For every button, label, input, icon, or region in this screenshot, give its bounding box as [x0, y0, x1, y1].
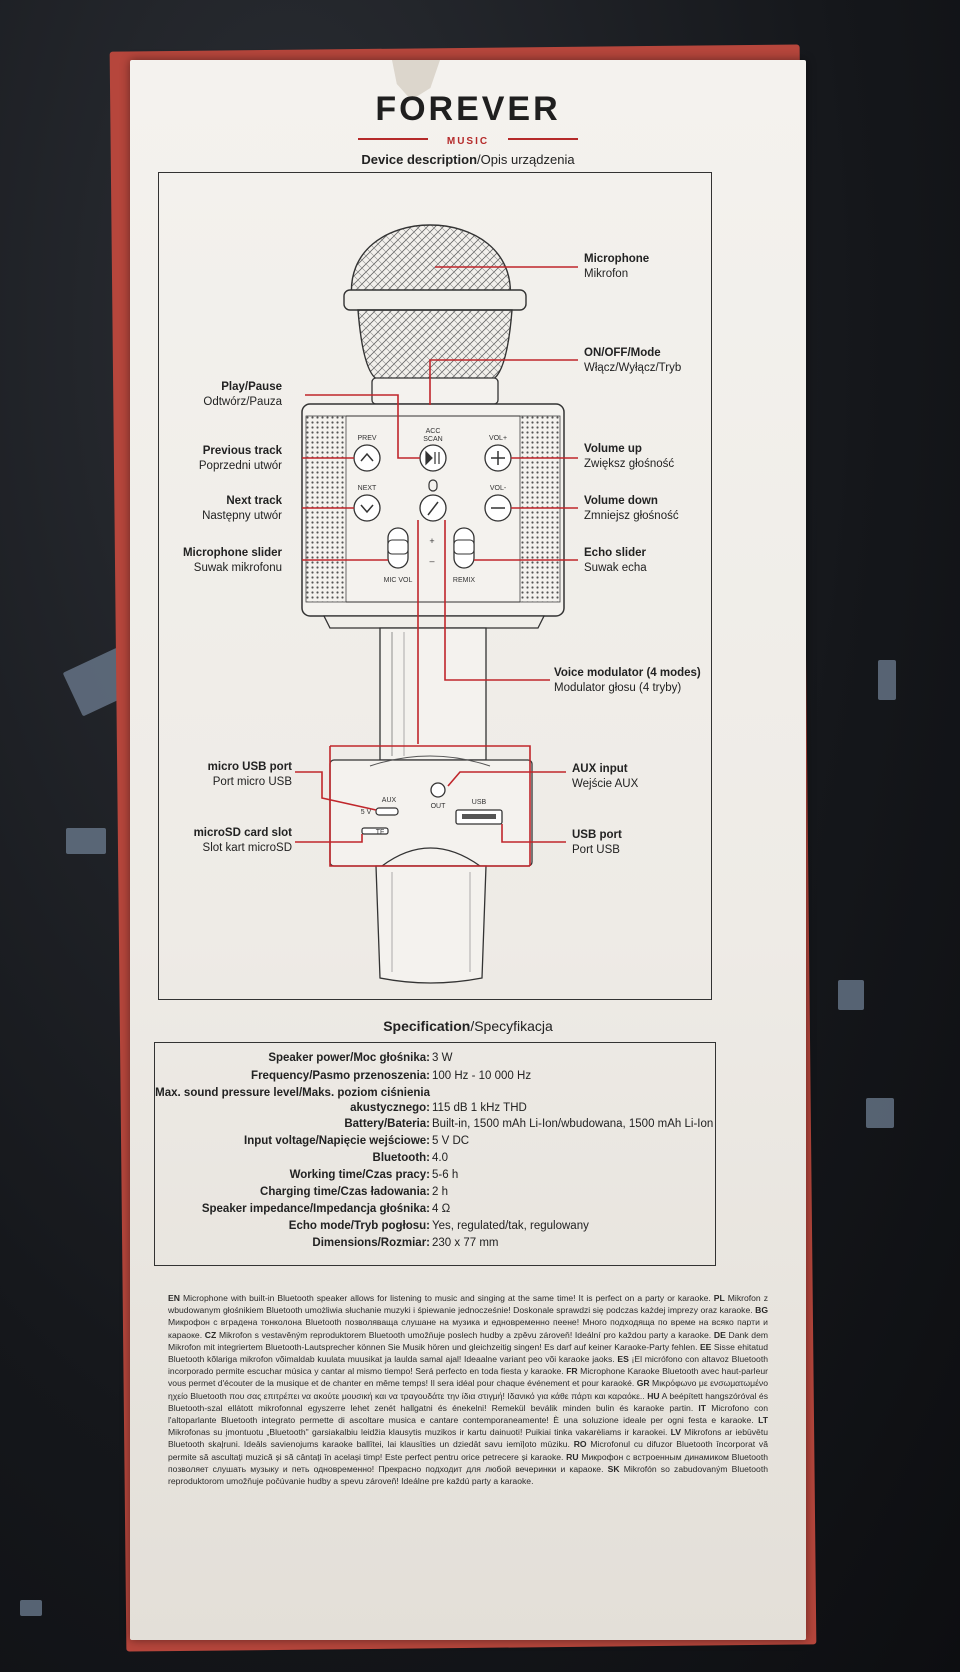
aux-jack	[430, 782, 446, 798]
lang-text: Mikrofón so zabudovaným Bluetooth reprod…	[168, 1463, 768, 1487]
next-mark: NEXT	[358, 485, 377, 492]
lang-code: PL	[713, 1293, 725, 1303]
aux-mark: AUX	[382, 797, 397, 804]
lang-text: Microfono con l'altoparlante Bluetooth i…	[168, 1402, 768, 1426]
right-speaker-grille	[519, 415, 561, 603]
tf-mark: TF	[376, 829, 385, 836]
microphone-diagram: PREV ACC SCAN VOL+ NEXT VOL- + – MIC VOL…	[295, 224, 578, 984]
lang-code: IT	[698, 1402, 707, 1413]
granite-speck	[878, 660, 896, 700]
volminus-mark: VOL-	[490, 485, 507, 492]
granite-speck	[866, 1098, 894, 1128]
spec-table: Speaker power/Moc głośnika:3 W Frequency…	[155, 1052, 714, 1249]
remix-mark: REMIX	[453, 577, 476, 584]
microsd-slot	[361, 827, 389, 835]
spec-table-frame	[154, 1042, 716, 1266]
lang-text: ¡El micrófono con altavoz Bluetooth inco…	[168, 1354, 768, 1377]
mic-symbol-icon	[428, 479, 438, 492]
lang-code: CZ	[204, 1329, 217, 1340]
minus-mark: –	[429, 556, 434, 566]
scan-mark: SCAN	[423, 436, 442, 443]
mic-head-grille	[350, 224, 511, 301]
lang-code: SK	[607, 1463, 620, 1474]
acc-mark: ACC	[426, 428, 441, 435]
lang-text: Microphone Karaoke Bluetooth avec haut-p…	[168, 1366, 768, 1389]
label-voice-modulator: Voice modulator (4 modes)Modulator głosu…	[554, 667, 701, 694]
lang-text: Микрофон с вградена тонколона Bluetooth …	[168, 1317, 768, 1340]
spec-section-title: Specification/Specyfikacja	[383, 1018, 553, 1034]
mic-handle-upper	[379, 627, 487, 761]
brand-name: FOREVER	[375, 90, 561, 128]
package-back-panel: FOREVER MUSIC Device description/Opis ur…	[130, 60, 806, 1640]
lang-code: EE	[699, 1341, 712, 1352]
micro-usb-port	[375, 807, 399, 816]
lang-code: FR	[566, 1366, 578, 1377]
device-section-title: Device description/Opis urządzenia	[361, 152, 575, 167]
prev-mark: PREV	[357, 435, 376, 442]
granite-speck	[66, 828, 106, 854]
lang-text: Mikrofons ar iebūvētu Bluetooth skaļruni…	[168, 1427, 768, 1450]
callout-lines	[295, 266, 578, 867]
usb-mark: USB	[472, 799, 487, 806]
brand-sub: MUSIC	[446, 136, 490, 147]
lang-text: Sisse ehitatud Bluetooth kõlariga mikrof…	[168, 1341, 768, 1365]
granite-speck	[20, 1600, 42, 1616]
lang-code: DE	[713, 1329, 726, 1340]
multilingual-description: EN Microphone with built-in Bluetooth sp…	[168, 1292, 768, 1487]
lang-code: GR	[636, 1378, 650, 1389]
lang-code: EN	[168, 1293, 180, 1303]
brand-logo: FOREVER MUSIC	[130, 90, 806, 147]
fivev-mark: 5 V	[361, 809, 372, 816]
lang-text: Dank dem Mikrofon mit integriertem Bluet…	[168, 1329, 769, 1352]
mic-handle-lower	[375, 865, 487, 984]
left-speaker-grille	[305, 415, 347, 603]
lang-text: Μικρόφωνο με ενσωματωμένο ηχείο Bluetoot…	[168, 1378, 768, 1401]
lang-code: BG	[755, 1305, 768, 1316]
lang-code: RO	[573, 1439, 587, 1450]
lang-text: Microfonul cu difuzor Bluetooth încorpor…	[168, 1439, 768, 1462]
lang-text: Mikrofon z wbudowanym głośnikiem Bluetoo…	[168, 1293, 768, 1316]
out-mark: OUT	[431, 803, 447, 810]
plus-mark: +	[429, 536, 434, 546]
device-diagram-frame	[158, 172, 712, 1000]
lang-text: A beépített hangszóróval és Bluetooth-sz…	[168, 1390, 768, 1413]
lang-code: LT	[758, 1415, 768, 1426]
volplus-mark: VOL+	[489, 435, 507, 442]
granite-speck	[838, 980, 864, 1010]
lang-text: Microphone with built-in Bluetooth speak…	[179, 1293, 714, 1303]
micvol-mark: MIC VOL	[384, 577, 413, 584]
lang-code: RU	[566, 1451, 579, 1462]
lang-text: Микрофон с встроенным динамиком Bluetoot…	[168, 1451, 768, 1474]
lang-code: ES	[617, 1354, 629, 1365]
lang-code: LV	[670, 1427, 681, 1438]
lang-text: Mikrofonas su įmontuotu „Bluetooth" gars…	[168, 1427, 671, 1438]
lang-text: Mikrofon s vestavěným reproduktorem Blue…	[216, 1329, 714, 1340]
lang-code: HU	[647, 1390, 660, 1401]
